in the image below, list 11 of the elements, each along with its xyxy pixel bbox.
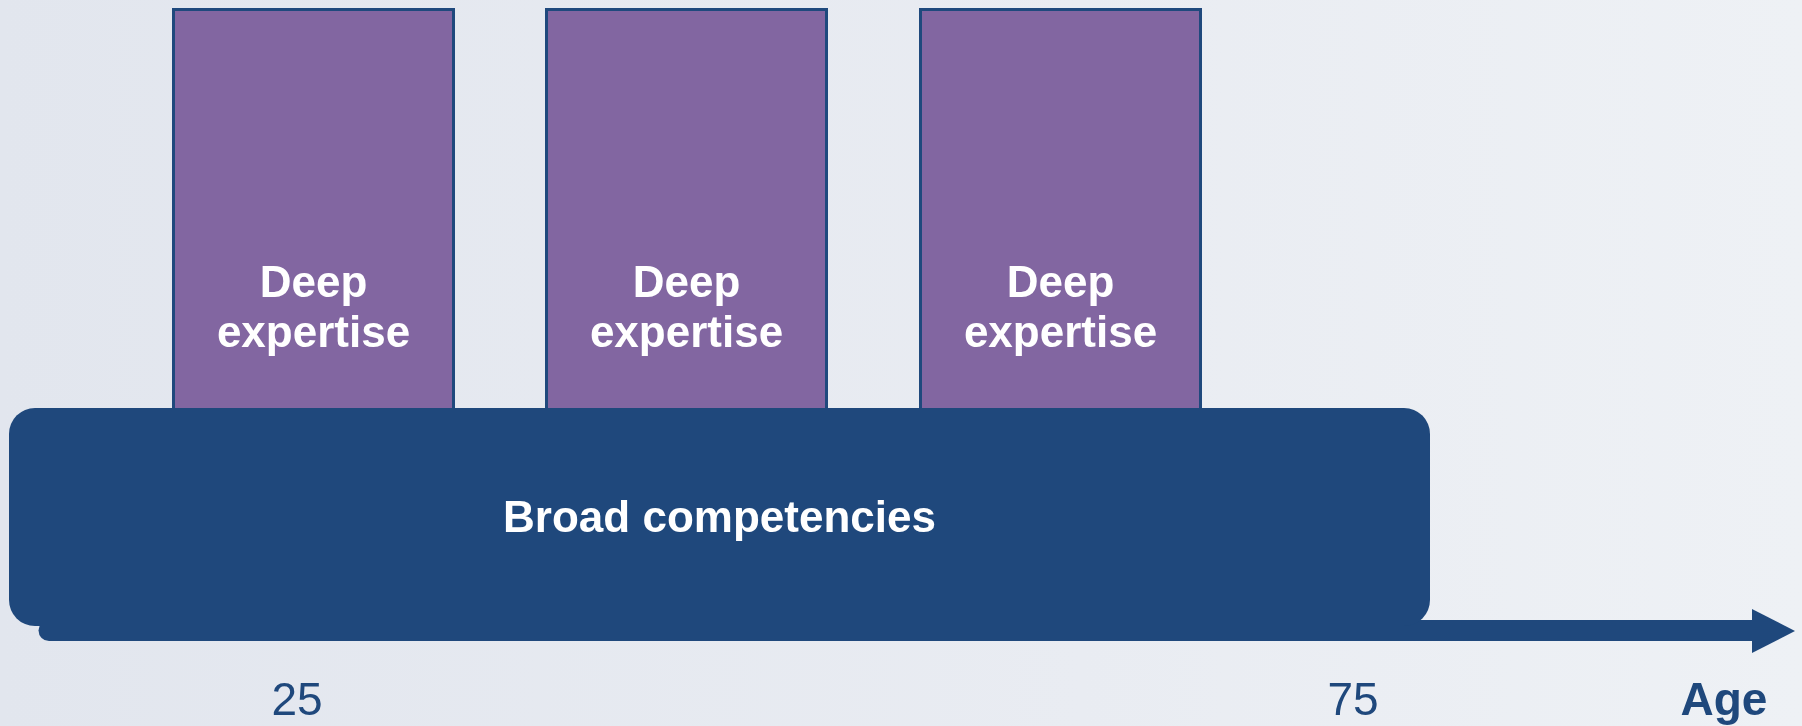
tick-label: 25: [271, 672, 323, 726]
box-label: Deep expertise: [962, 256, 1159, 358]
expertise-box: [172, 8, 455, 410]
box-label: Deep expertise: [215, 256, 412, 358]
box-label: Broad competencies: [503, 492, 936, 542]
tick-label: 75: [1327, 672, 1379, 726]
box-label: Deep expertise: [588, 256, 785, 358]
axis-title: Age: [1680, 672, 1768, 726]
expertise-box: [919, 8, 1202, 410]
competencies-bar: [9, 408, 1430, 626]
expertise-box: [545, 8, 828, 410]
